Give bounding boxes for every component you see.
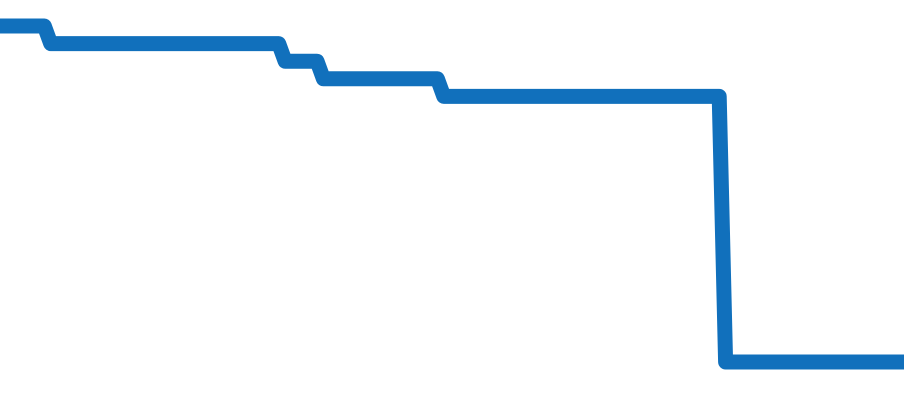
series-line-0 bbox=[0, 18, 904, 370]
